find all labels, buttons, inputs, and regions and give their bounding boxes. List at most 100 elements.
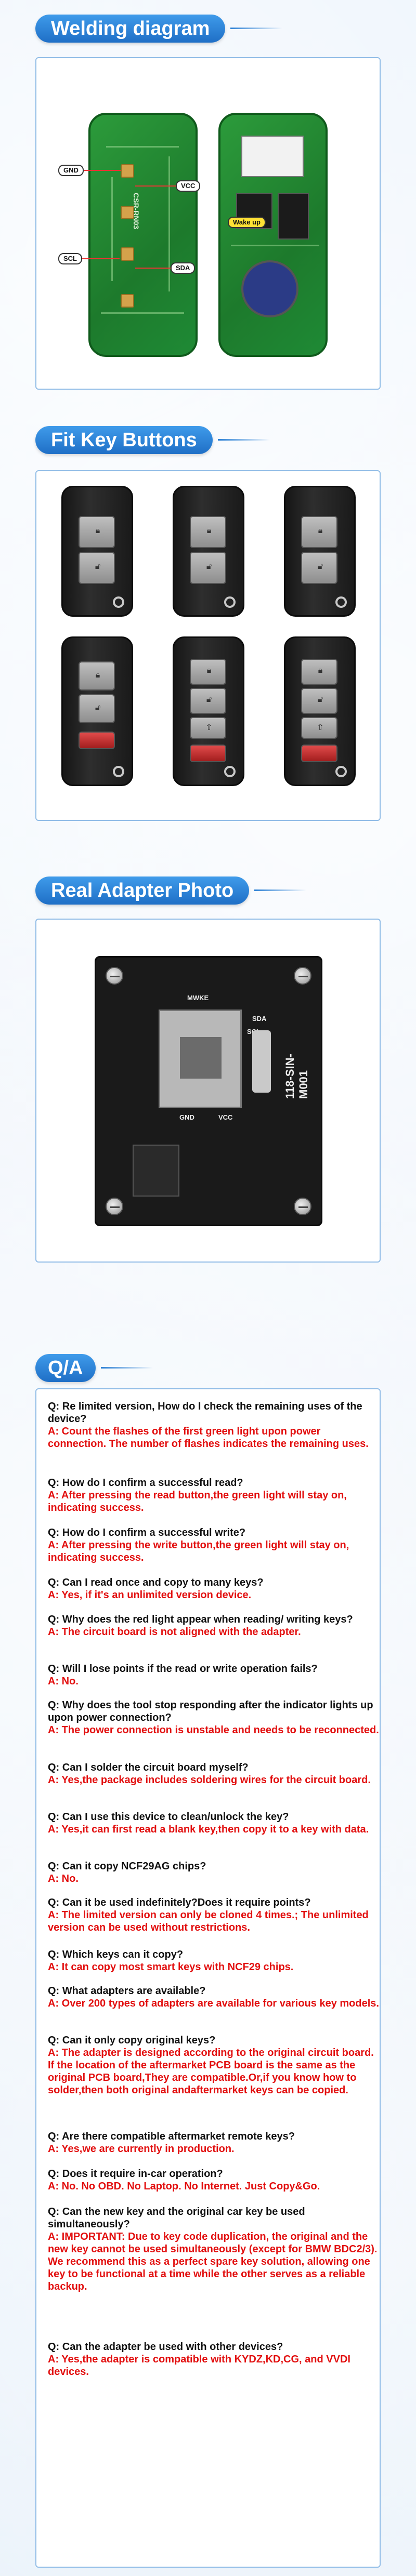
key-ring-icon <box>224 766 236 777</box>
unlock-icon: 🔓︎ <box>206 695 212 704</box>
adapter-photo-panel: MWKE SDA SCL GND VCC 118-SIN-M001 <box>35 919 381 1263</box>
adapter-marking: 118-SIN-M001 <box>283 1054 310 1099</box>
qa-answer: A: The limited version can only be clone… <box>48 1909 369 1933</box>
qa-question: Q: Can it copy NCF29AG chips? <box>48 1861 206 1872</box>
qa-question: Q: Re limited version, How do I check th… <box>48 1401 362 1425</box>
unlock-icon: 🔓︎ <box>95 562 101 571</box>
qa-question: Q: What adapters are available? <box>48 1985 206 1997</box>
qa-question: Q: Will I lose points if the read or wri… <box>48 1663 318 1675</box>
qa-item: Q: Will I lose points if the read or wri… <box>48 1663 381 1688</box>
qa-title: Q/A <box>35 1354 152 1382</box>
lock-icon: 🔒︎ <box>206 666 212 675</box>
pcb-chip-label <box>241 136 304 177</box>
fit-keys-title: Fit Key Buttons <box>35 426 270 454</box>
qa-answer: A: Yes,it can first read a blank key,the… <box>48 1824 369 1835</box>
qa-answer: A: Yes, if it's an unlimited version dev… <box>48 1589 252 1601</box>
pcb-chip <box>278 193 309 240</box>
key-fob-2-button: 🔒︎ 🔓︎ <box>284 486 356 617</box>
screw-icon <box>106 1198 123 1215</box>
qa-panel <box>35 1388 381 2568</box>
welding-diagram-panel: CSR-RN03 GND VCC SCL SDA Wake up <box>35 57 381 390</box>
pcb-pad <box>121 206 134 219</box>
unlock-icon: 🔓︎ <box>206 562 212 571</box>
welding-title: Welding diagram <box>35 15 283 43</box>
adapter-board: MWKE SDA SCL GND VCC 118-SIN-M001 <box>95 956 322 1226</box>
unlock-icon: 🔓︎ <box>95 703 101 712</box>
qa-question: Q: Which keys can it copy? <box>48 1949 184 1960</box>
lock-icon: 🔒︎ <box>318 526 323 535</box>
pin-label-wakeup: Wake up <box>228 217 266 228</box>
panic-button-icon <box>79 732 115 749</box>
qa-item: Q: Re limited version, How do I check th… <box>48 1400 381 1450</box>
qa-answer: A: No. No OBD. No Laptop. No Internet. J… <box>48 2181 320 2192</box>
screw-icon <box>106 967 123 985</box>
adapter-section: Real Adapter Photo MWKE SDA SCL GND VCC … <box>0 862 416 1330</box>
screw-icon <box>294 967 311 985</box>
qa-question: Q: Why does the tool stop responding aft… <box>48 1699 373 1723</box>
adapter-label-vcc: VCC <box>218 1113 233 1121</box>
qa-item: Q: Can I read once and copy to many keys… <box>48 1576 381 1601</box>
pin-label-scl: SCL <box>58 253 82 264</box>
pcb-pad <box>121 247 134 261</box>
qa-section: Q/A Q: Re limited version, How do I chec… <box>0 1330 416 2576</box>
pcb-front: CSR-RN03 <box>88 113 198 357</box>
qa-answer: A: After pressing the read button,the gr… <box>48 1490 347 1513</box>
pcb-pad <box>121 164 134 178</box>
qa-question: Q: Why does the red light appear when re… <box>48 1614 353 1625</box>
pin-label-gnd: GND <box>58 165 84 176</box>
qa-question: Q: Are there compatible aftermarket remo… <box>48 2131 295 2142</box>
qa-item: Q: Can it only copy original keys? A: Th… <box>48 2034 381 2096</box>
qa-answer: A: Over 200 types of adapters are availa… <box>48 1998 379 2009</box>
adapter-label-gnd: GND <box>179 1113 194 1121</box>
qa-item: Q: Can it be used indefinitely?Does it r… <box>48 1896 381 1934</box>
qa-item: Q: Can it copy NCF29AG chips? A: No. <box>48 1860 381 1885</box>
pcb-socket <box>159 1010 242 1108</box>
qa-question: Q: Can the adapter be used with other de… <box>48 2341 283 2353</box>
pcb-marking: CSR-RN03 <box>132 193 140 230</box>
qa-item: Q: Does it require in-car operation? A: … <box>48 2168 381 2193</box>
adapter-title: Real Adapter Photo <box>35 877 307 905</box>
key-ring-icon <box>113 596 124 608</box>
qa-question: Q: Can it only copy original keys? <box>48 2035 216 2046</box>
pcb-back <box>218 113 328 357</box>
fit-keys-panel: 🔒︎ 🔓︎ 🔒︎ 🔓︎ 🔒︎ 🔓︎ 🔒︎ 🔓︎ 🔒︎ 🔓︎ ⇧ <box>35 470 381 821</box>
adapter-label-sda: SDA <box>252 1015 267 1023</box>
welding-section: Welding diagram CSR-RN03 GND VCC SCL <box>0 0 416 395</box>
key-fob-4-button: 🔒︎ 🔓︎ ⇧ <box>173 636 244 786</box>
qa-answer: A: It can copy most smart keys with NCF2… <box>48 1961 294 1973</box>
unlock-icon: 🔓︎ <box>317 695 323 704</box>
key-fob-4-button: 🔒︎ 🔓︎ ⇧ <box>284 636 356 786</box>
key-ring-icon <box>224 596 236 608</box>
qa-item: Q: Why does the tool stop responding aft… <box>48 1699 381 1736</box>
qa-question: Q: Can the new key and the original car … <box>48 2206 305 2230</box>
key-ring-icon <box>113 766 124 777</box>
lock-icon: 🔒︎ <box>318 666 323 675</box>
qa-item: Q: How do I confirm a successful write? … <box>48 1526 381 1564</box>
qa-item: Q: Can the adapter be used with other de… <box>48 2341 381 2378</box>
coin-battery <box>241 260 298 317</box>
qa-item: Q: Can I solder the circuit board myself… <box>48 1761 381 1786</box>
lock-icon: 🔒︎ <box>95 671 100 680</box>
qa-question: Q: Can it be used indefinitely?Does it r… <box>48 1897 311 1908</box>
qa-answer: A: Count the flashes of the first green … <box>48 1426 369 1450</box>
qa-answer: A: Yes,we are currently in production. <box>48 2143 235 2155</box>
pcb-pad <box>121 294 134 308</box>
qa-item: Q: Can the new key and the original car … <box>48 2206 381 2293</box>
qa-answer: A: The circuit board is not aligned with… <box>48 1626 301 1638</box>
qa-answer: A: Yes,the package includes soldering wi… <box>48 1774 371 1786</box>
clamp-arm <box>252 1030 271 1093</box>
pin-label-sda: SDA <box>171 262 196 274</box>
adapter-label-mwke: MWKE <box>187 994 209 1002</box>
key-ring-icon <box>335 596 347 608</box>
pin-header <box>133 1145 179 1197</box>
key-fob-2-button: 🔒︎ 🔓︎ <box>173 486 244 617</box>
qa-question: Q: Does it require in-car operation? <box>48 2168 223 2180</box>
qa-item: Q: Why does the red light appear when re… <box>48 1613 381 1638</box>
qa-question: Q: How do I confirm a successful write? <box>48 1527 246 1538</box>
fit-keys-section: Fit Key Buttons 🔒︎ 🔓︎ 🔒︎ 🔓︎ 🔒︎ 🔓︎ 🔒︎ 🔓︎ … <box>0 395 416 862</box>
qa-question: Q: Can I read once and copy to many keys… <box>48 1577 264 1588</box>
pin-label-vcc: VCC <box>176 180 201 192</box>
qa-item: Q: Can I use this device to clean/unlock… <box>48 1811 381 1836</box>
qa-answer: A: The adapter is designed according to … <box>48 2047 374 2096</box>
lock-icon: 🔒︎ <box>206 526 212 535</box>
